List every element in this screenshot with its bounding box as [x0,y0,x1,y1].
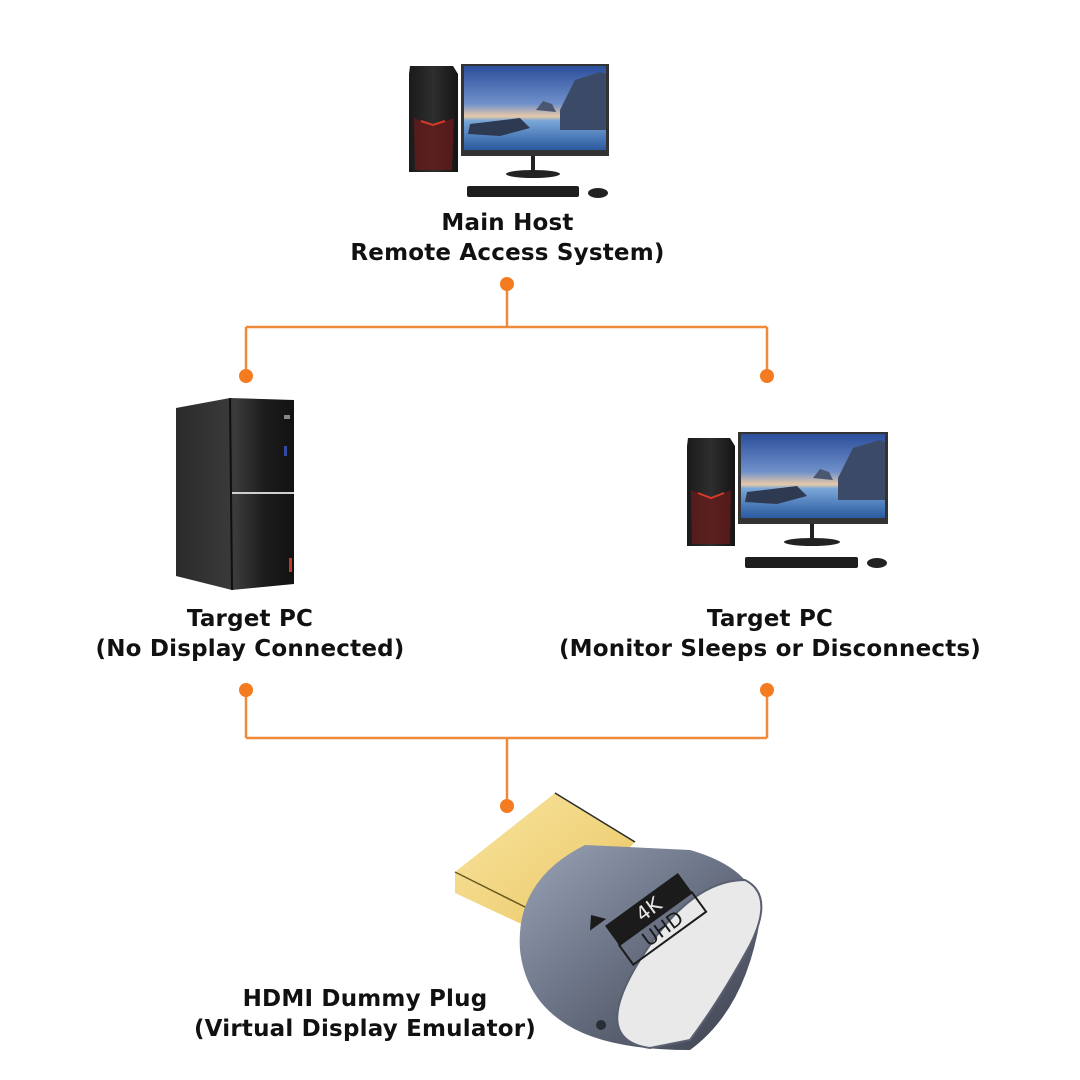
dummy-plug-label: HDMI Dummy Plug (Virtual Display Emulato… [190,984,540,1044]
target-pc-left-label: Target PC (No Display Connected) [80,604,420,664]
connector-dot-main-host [500,277,514,291]
hdmi-connector-gold [455,793,635,935]
connector-bottom [244,690,769,806]
connector-dot-target-left-bottom [239,683,253,697]
target-pc-right-monitor-icon [738,432,888,546]
target-pc-right-tower-icon [687,438,735,546]
main-host-monitor-icon [461,64,609,178]
target-pc-right-label: Target PC (Monitor Sleeps or Disconnects… [555,604,985,664]
connector-dot-target-right-top [760,369,774,383]
connector-dot-dummy-plug [500,799,514,813]
target-pc-left-subtitle: (No Display Connected) [95,636,405,662]
badge-frame [617,890,708,967]
main-host-keyboard-icon [467,186,608,198]
dummy-plug-subtitle: (Virtual Display Emulator) [193,1016,537,1042]
dummy-plug-title: HDMI Dummy Plug [242,986,488,1012]
led-hole-icon [596,1020,606,1030]
target-pc-left-title: Target PC [186,606,314,632]
target-pc-right-keyboard-icon [745,557,887,568]
connector-dot-target-left-top [239,369,253,383]
target-pc-right-title: Target PC [706,606,834,632]
hdmi-dummy-plug-icon: 4K UHD [454,792,763,1050]
target-pc-right-subtitle: (Monitor Sleeps or Disconnects) [558,636,982,662]
main-host-subtitle: Remote Access System) [350,240,665,266]
connector-dot-target-right-bottom [760,683,774,697]
triangle-arrow-icon [590,915,607,931]
main-host-label: Main Host Remote Access System) [340,208,675,268]
main-host-tower-icon [409,66,458,172]
target-pc-left-tower-icon [176,397,294,591]
main-host-title: Main Host [441,210,574,236]
connector-top [244,284,769,376]
